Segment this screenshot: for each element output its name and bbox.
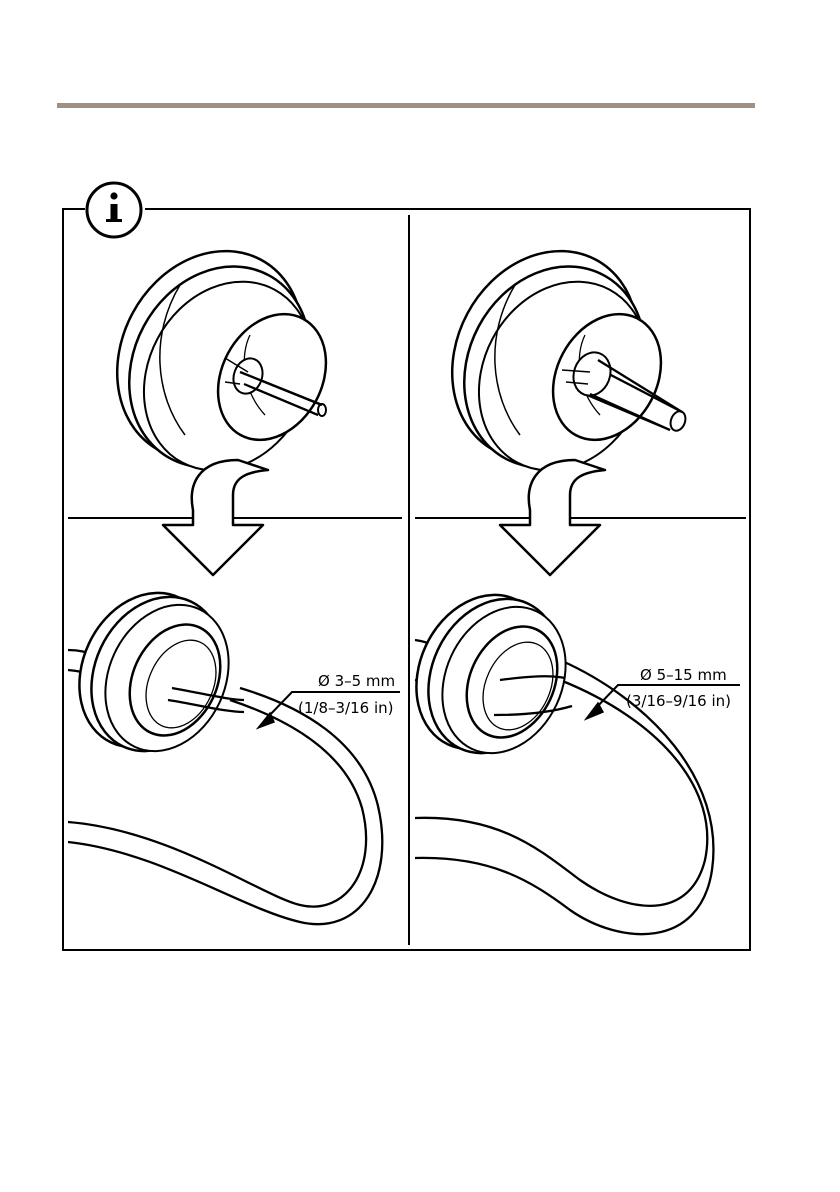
diameter-label-right: Ø 5–15 mm bbox=[640, 666, 727, 684]
grommet-thin-cable-bottom bbox=[55, 571, 252, 772]
grommet-thick-cable-top bbox=[417, 218, 688, 500]
grommet-thick-cable-bottom bbox=[392, 573, 589, 774]
grommet-thin-cable-top bbox=[82, 218, 348, 500]
inch-label-left: (1/8–3/16 in) bbox=[298, 699, 393, 717]
diameter-label-left: Ø 3–5 mm bbox=[318, 672, 395, 690]
info-icon bbox=[87, 183, 141, 237]
inch-label-right: (3/16–9/16 in) bbox=[626, 692, 731, 710]
